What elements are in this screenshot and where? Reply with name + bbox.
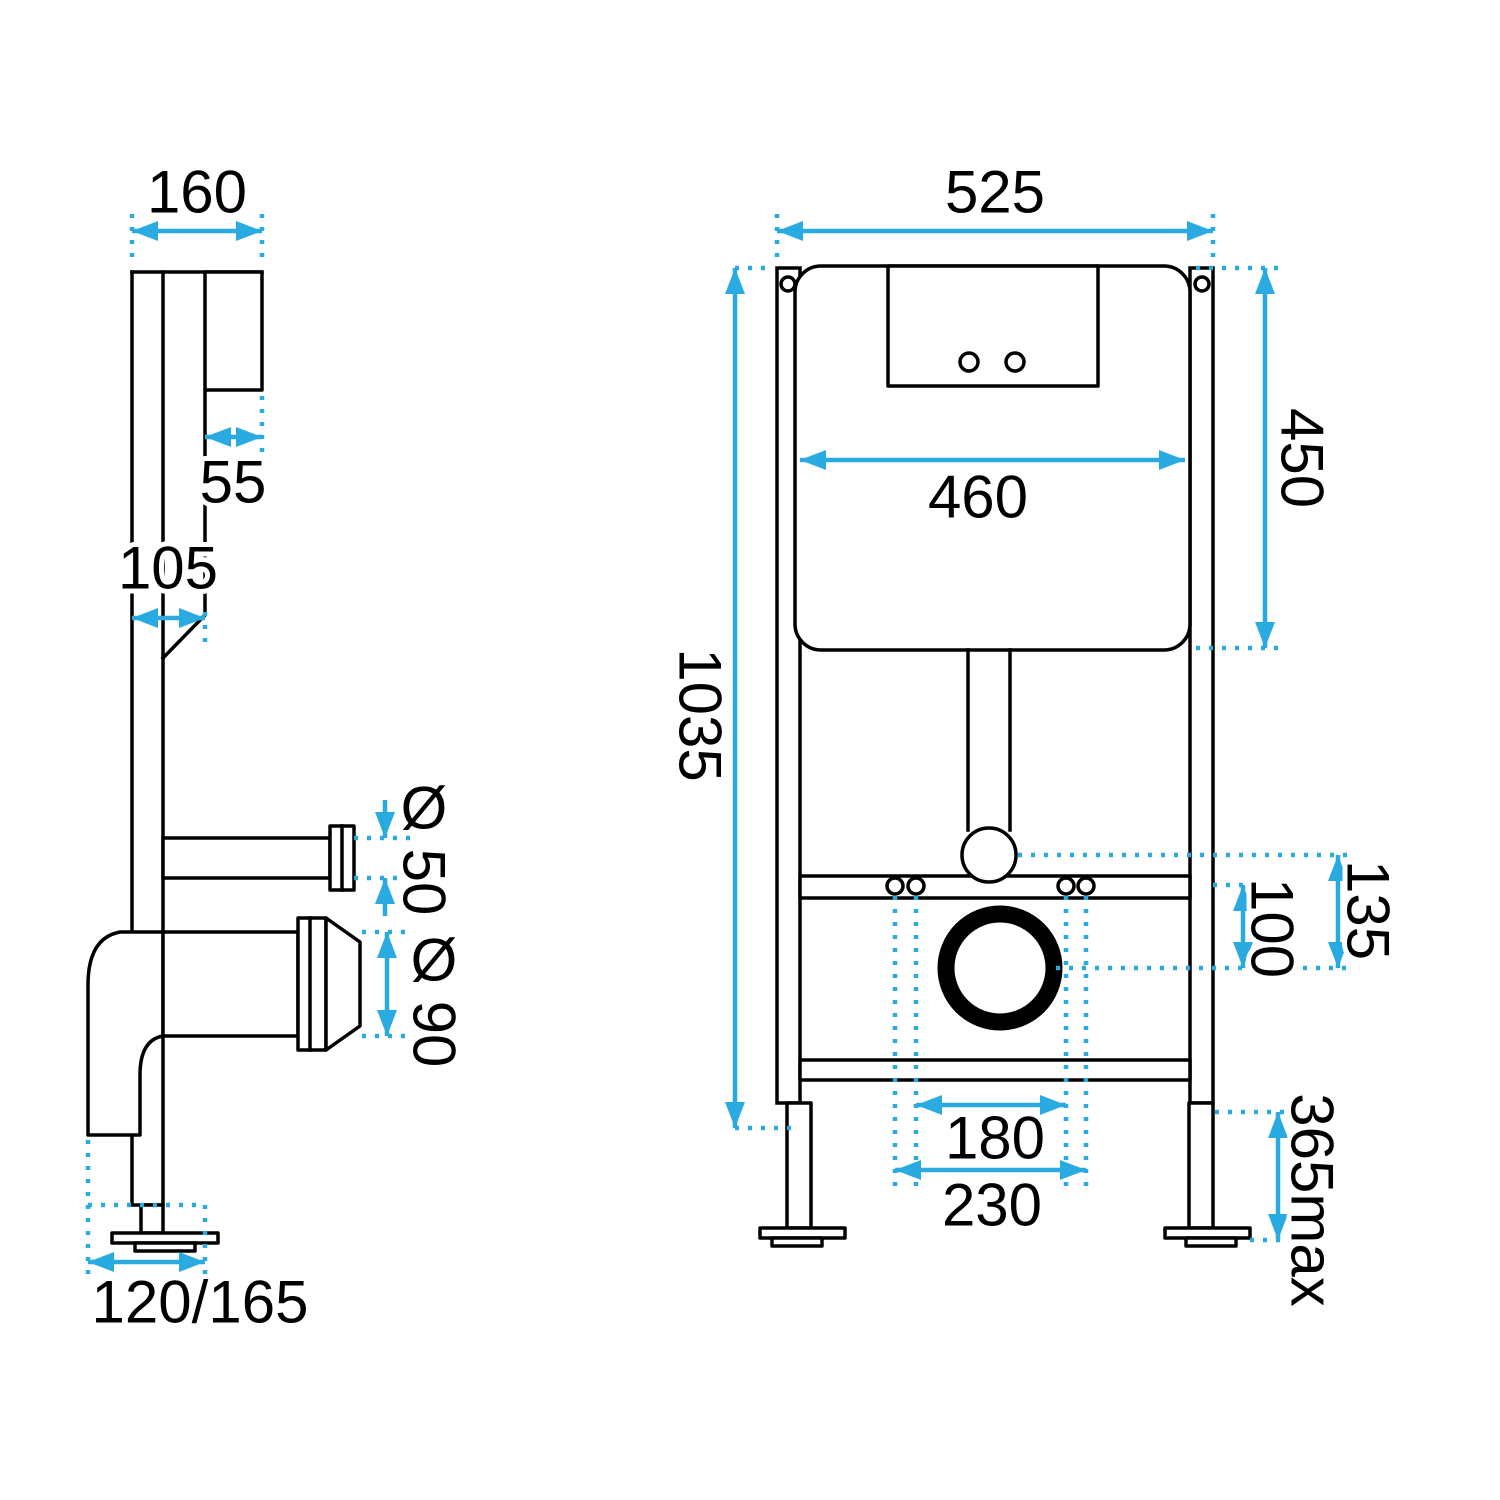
front-view: 525 450 460 1035 135 100 180 230 365max: [662, 154, 1407, 1312]
bolt-hole-4: [1076, 876, 1096, 896]
side-view-structure: [86, 270, 362, 1253]
dim-frame-height-label: 1035: [667, 648, 734, 781]
flush-plate-recess: [886, 264, 1100, 388]
waste-outlet-ring: [937, 905, 1063, 1031]
dim-cistern-depth-label: 55: [200, 449, 267, 516]
dim-waste-pipe-diameter-label: 90: [401, 1001, 468, 1068]
front-view-structure: [758, 264, 1252, 1248]
left-foot-pad: [770, 1236, 824, 1248]
rail-hole-left: [779, 275, 797, 293]
bolt-hole-1: [885, 876, 905, 896]
waste-socket-ring: [296, 916, 328, 1052]
dim-rail-depth-label: 105: [118, 535, 218, 602]
side-view-labels: 160 55 105 Ø 50 Ø 90 120/165: [87, 154, 473, 1341]
dim-flush-offset-label: 135: [1335, 860, 1402, 960]
dim-cistern-height-label: 450: [1269, 408, 1336, 508]
dim-fixing-inner-label: 180: [945, 1105, 1045, 1172]
flush-button-left: [958, 351, 980, 373]
left-rail: [775, 266, 802, 1105]
cistern-profile: [203, 270, 264, 392]
flush-down-pipe: [966, 648, 1012, 832]
dim-flush-pipe-diameter-label: 50: [391, 849, 458, 916]
waste-socket-cone: [324, 916, 362, 1052]
front-view-labels: 525 450 460 1035 135 100 180 230 365max: [662, 154, 1407, 1312]
dim-cistern-width-label: 460: [928, 464, 1028, 531]
bolt-hole-3: [1056, 876, 1076, 896]
dim-fixing-outer-label: 230: [942, 1172, 1042, 1239]
flush-pipe-diameter-symbol: Ø: [401, 775, 448, 842]
foot-spindle: [139, 1203, 165, 1235]
waste-pipe-diameter-symbol: Ø: [411, 927, 458, 994]
waste-pipe-horizontal: [161, 930, 300, 1038]
left-foot-tube: [785, 1101, 813, 1230]
waste-elbow: [86, 930, 165, 1137]
right-foot-tube: [1187, 1101, 1215, 1230]
side-view-dimension-lines: [85, 214, 414, 1280]
right-rail: [1188, 266, 1215, 1105]
dim-frame-depth-label: 160: [147, 159, 247, 226]
rail-hole-right: [1193, 275, 1211, 293]
flush-button-right: [1004, 351, 1026, 373]
foot-pad: [133, 1241, 197, 1253]
bolt-hole-2: [906, 876, 926, 896]
dim-waste-offset-label: 100: [1239, 878, 1306, 978]
dim-frame-width-label: 525: [945, 159, 1045, 226]
flush-elbow-circle: [960, 826, 1018, 884]
lower-crossbar: [798, 1058, 1192, 1082]
flush-pipe-horizontal: [161, 836, 332, 880]
dim-foot-adjust-label: 365max: [1279, 1093, 1346, 1306]
front-view-dimension-lines: [725, 214, 1348, 1243]
right-foot-pad: [1184, 1236, 1238, 1248]
dim-floor-outlet-label: 120/165: [92, 1269, 309, 1336]
side-view: 160 55 105 Ø 50 Ø 90 120/165: [85, 154, 473, 1341]
